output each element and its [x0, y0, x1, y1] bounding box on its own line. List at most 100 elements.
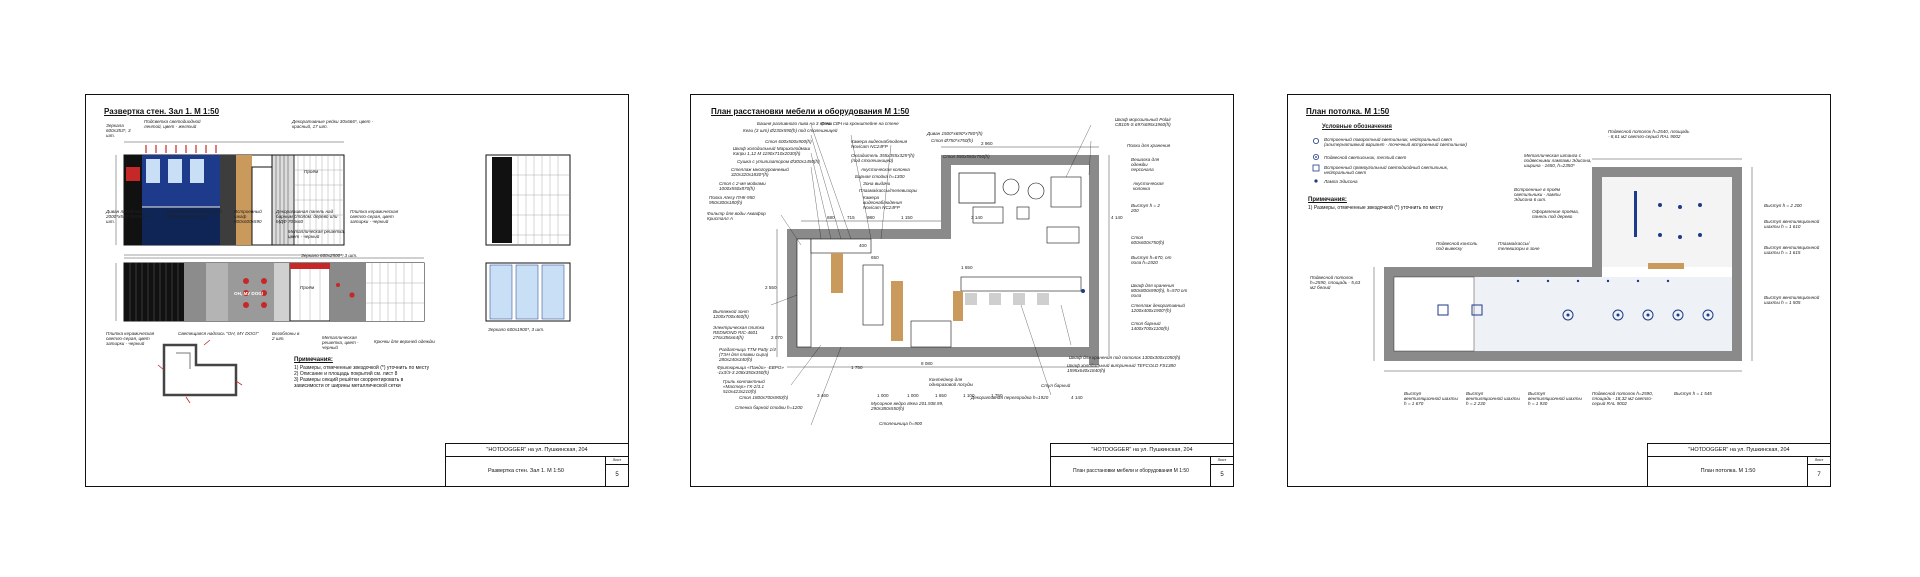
sheet-label: Лист	[1808, 456, 1830, 465]
equipment-label: Декоративная перегородка h=1920	[971, 395, 1049, 400]
furniture-plan-drawing	[770, 124, 1110, 426]
equipment-label: Фритюрница «Пандо» -ЕВРО» -1х3/Э-3 208х3…	[717, 365, 784, 375]
equipment-label: Акустическая колонка	[861, 167, 910, 172]
equipment-label: Стол с 2-мя мойками 1000х550х870(h)	[719, 181, 766, 191]
equipment-label: Стол 1800х700х900(h)	[739, 395, 789, 400]
equipment-label: Стул барный	[1041, 383, 1071, 388]
drawing-name: Развертка стен. Зал 1. М 1:50	[488, 468, 564, 474]
legend-item: Лампа Эдисона	[1324, 179, 1358, 184]
equipment-label: Полка Atesy ПНК-950 950х300х180(h)	[709, 195, 755, 205]
dimension-label: 1 750	[991, 393, 1003, 398]
ceiling-label: Выступ вентиляционной шахты h = 2 230	[1466, 391, 1520, 406]
dimension-label: 980	[867, 215, 875, 220]
neon-sign-text: ОН, МУ DOG!	[234, 291, 264, 296]
sheet-number-cell: Лист 7	[1807, 456, 1830, 486]
equipment-label: Столешница h=900	[879, 421, 922, 426]
callout-label: Встроенный шкаф 800х600х590	[234, 209, 262, 224]
callout-label: Зеркала 600х353*, 3 шт.	[106, 123, 131, 138]
equipment-label: Стенка барной стойки h=1200	[735, 405, 803, 410]
ceiling-label: Выступ вентиляционной шахты h = 1 615	[1764, 245, 1820, 255]
note-item: 1) Размеры, отмеченные звездочкой (*) ут…	[294, 365, 430, 371]
dimension-label: 1 100	[963, 393, 975, 398]
legend-item: Подвесной светильник, теплый свет	[1324, 155, 1407, 160]
equipment-label: Выступ h = 2 200	[1131, 203, 1160, 213]
equipment-label: Зона выдачи	[863, 181, 891, 186]
equipment-label: Печь СВЧ на кронштейне на стене	[821, 121, 899, 126]
sheet-number: 5	[1220, 472, 1224, 478]
ceiling-label: Выступ h = 1 545	[1674, 391, 1712, 396]
drawing-name: План потолка. М 1:50	[1700, 468, 1756, 474]
equipment-label: Вытяжной зонт 1200х700х460(h)	[713, 309, 749, 319]
drawing-sheet-ceiling-plan: План потолка. М 1:50 Условные обозначени…	[1287, 94, 1831, 487]
sheet-number: 7	[1817, 472, 1821, 478]
callout-label: Безоблоны в 2 шт.	[272, 331, 300, 341]
callout-label: Плитка керамическая светло-серая, цвет з…	[106, 331, 155, 346]
equipment-label: Стол барный 1400х700х1100(h)	[1131, 321, 1169, 331]
equipment-label: Шкаф холодильный витринный TEFCOLD FS138…	[1067, 363, 1176, 373]
project-name: "HOTDOGGER" на ул. Пушкинская, 204	[1648, 444, 1830, 457]
ceiling-label: Плазма/кассы/телевизоры в зоне	[1498, 241, 1540, 251]
equipment-label: Стол Ø750*х750(h)	[931, 138, 974, 143]
dimension-label: 2 960	[981, 141, 993, 146]
ceiling-label: Оформление проёма, панель под дерево	[1532, 209, 1579, 219]
callout-label: Декоративные рейки 30х666*, цвет - красн…	[292, 119, 374, 129]
equipment-label: Акустическая колонка	[1133, 181, 1164, 191]
callout-label: Декоративная панель над барным столом. д…	[276, 209, 338, 224]
dimension-label: 1 000	[877, 393, 889, 398]
ceiling-plan-drawing	[1312, 138, 1753, 372]
equipment-label: Электрическая плитка REDMOND RIC-4601 27…	[713, 325, 765, 340]
dimension-label: 1 150	[901, 215, 913, 220]
equipment-label: Выступ h=670, от пола h=1920	[1131, 255, 1172, 265]
sheet-label: Лист	[1211, 456, 1233, 465]
callout-label: Диван линейный 2000*х550*х900(h), 2 шт.	[106, 209, 151, 224]
callout-label: Светящаяся надпись "OH, MY DOG!"	[178, 331, 259, 336]
dimension-label: 680	[827, 215, 835, 220]
equipment-label: Камера видеонаблюдения Novicam NC24FP	[863, 195, 902, 210]
callout-label: Зеркало 600х2500*, 3 шт.	[301, 253, 358, 258]
equipment-label: Камера видеонаблюдения Novicam NC24FP	[851, 139, 908, 149]
sheet-number-cell: Лист 5	[1210, 456, 1233, 486]
ceiling-label: Выступ вентиляционной шахты h = 1 670	[1404, 391, 1458, 406]
note-item: 3) Размеры секций решётки скорректироват…	[294, 377, 404, 389]
equipment-label: Стол 600х500х900(h)	[765, 139, 812, 144]
equipment-label: Стол 550х550х750(h)	[943, 154, 990, 159]
dimension-label: 650	[871, 255, 879, 260]
ceiling-label: Выступ вентиляционной шахты h = 1 505	[1764, 295, 1820, 305]
sheet-title: План расстановки мебели и оборудования М…	[711, 107, 910, 116]
callout-label: Проём	[304, 169, 319, 174]
note-item: 1) Размеры, отмеченные звездочкой (*) ут…	[1308, 205, 1444, 211]
sheet-label: Лист	[606, 456, 628, 465]
equipment-label: Диван 1500*х690*х780*(h)	[927, 131, 983, 136]
dimension-label: 1 650	[961, 265, 973, 270]
title-block: "HOTDOGGER" на ул. Пушкинская, 204 План …	[1050, 443, 1233, 486]
drawing-sheet-furniture-plan: План расстановки мебели и оборудования М…	[690, 94, 1234, 487]
notes-block: Примечания: 1) Размеры, отмеченные звезд…	[1308, 197, 1448, 211]
sheet-title: Развертка стен. Зал 1. М 1:50	[104, 107, 220, 116]
legend-item: Встроенный прямоугольный светодиодный св…	[1324, 165, 1449, 175]
sheet-number: 5	[615, 472, 619, 478]
equipment-label: Стеллаж декоративный 1200х400х1900*(h)	[1131, 303, 1185, 313]
equipment-label: Шкаф для хранения 800х800х990(h), h=570 …	[1131, 283, 1188, 298]
callout-label: Крючки для верхней одежды	[374, 339, 435, 344]
dimension-label: 3 460	[817, 393, 829, 398]
equipment-label: Барная стойка h=1300	[855, 174, 905, 179]
sheet-number-cell: Лист 5	[605, 456, 628, 486]
notes-title: Примечания:	[294, 357, 333, 363]
title-block: "HOTDOGGER" на ул. Пушкинская, 204 План …	[1647, 443, 1830, 486]
equipment-label: Гриль контактный «Мастер» ГК-2/3.1 510х4…	[723, 379, 765, 394]
dimension-label: 4 140	[1111, 215, 1123, 220]
ceiling-label: Подвесной потолок h=2590, площадь - 5,63…	[1310, 275, 1361, 290]
elevations-drawing	[115, 141, 571, 404]
equipment-label: Вешалка для одежды персонала	[1131, 157, 1160, 172]
dimension-label: 400	[859, 243, 867, 248]
legend-title: Условные обозначения	[1322, 124, 1392, 130]
equipment-label: Раздатчица ТТМ Patty 1/4 (ТЭН для плавки…	[719, 347, 776, 362]
equipment-label: Стеллаж многоуровневый 320х320х1830*(h)	[731, 167, 789, 177]
equipment-label: Шкаф для хранения под потолок 1300х300х1…	[1069, 355, 1181, 360]
callout-label: Металлическая решетка, цвет - черный	[288, 229, 346, 239]
project-name: "HOTDOGGER" на ул. Пушкинская, 204	[1051, 444, 1233, 457]
equipment-label: Шкаф морозильный Polair CB105-S 697х695х…	[1115, 117, 1172, 127]
notes-title: Примечания:	[1308, 197, 1347, 203]
ceiling-label: Выступ вентиляционной шахты h = 1 930	[1528, 391, 1582, 406]
dimension-label: 1 000	[907, 393, 919, 398]
